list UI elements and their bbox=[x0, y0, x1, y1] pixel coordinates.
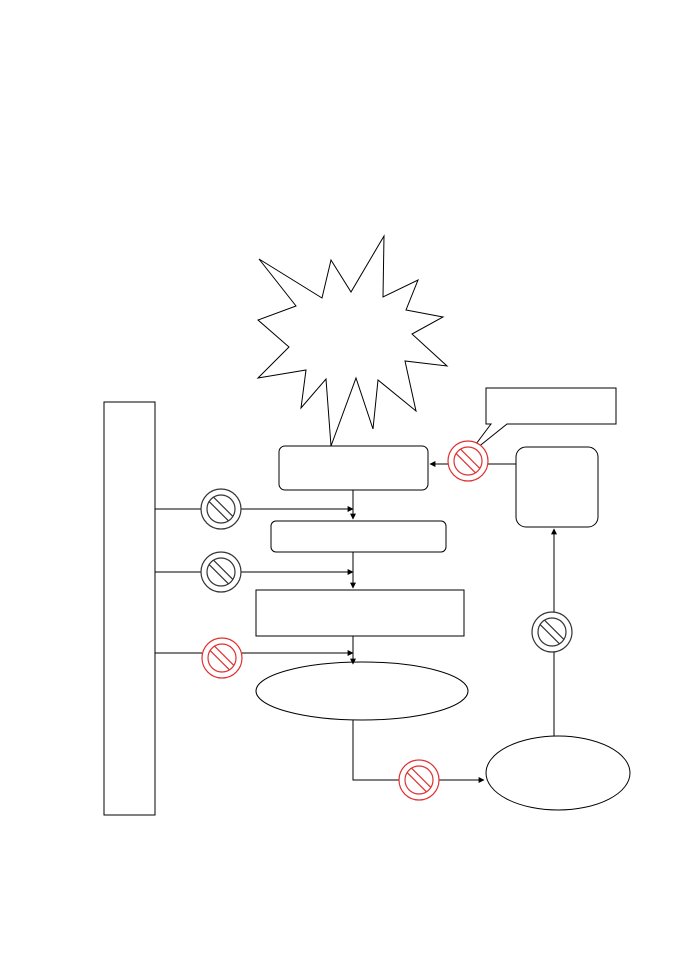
prohibition-icon bbox=[398, 759, 440, 801]
prohibition-icon bbox=[201, 637, 243, 679]
connector-ellipse-to-bottom-ellipse bbox=[352, 720, 485, 783]
prohibition-icon bbox=[200, 488, 242, 530]
second-process-box bbox=[270, 520, 447, 553]
right-rounded-box bbox=[515, 446, 599, 528]
prohibition-icon bbox=[447, 440, 489, 482]
callout-box bbox=[466, 387, 617, 457]
prohibition-icon bbox=[200, 551, 242, 593]
bottom-right-ellipse bbox=[485, 735, 631, 811]
prohibition-icon bbox=[531, 611, 573, 653]
top-process-box bbox=[278, 445, 429, 491]
center-ellipse bbox=[255, 661, 469, 721]
explosion-burst bbox=[256, 234, 449, 447]
left-tall-bar bbox=[103, 401, 156, 816]
prohibition-symbols bbox=[200, 440, 573, 801]
third-process-box bbox=[255, 589, 465, 637]
